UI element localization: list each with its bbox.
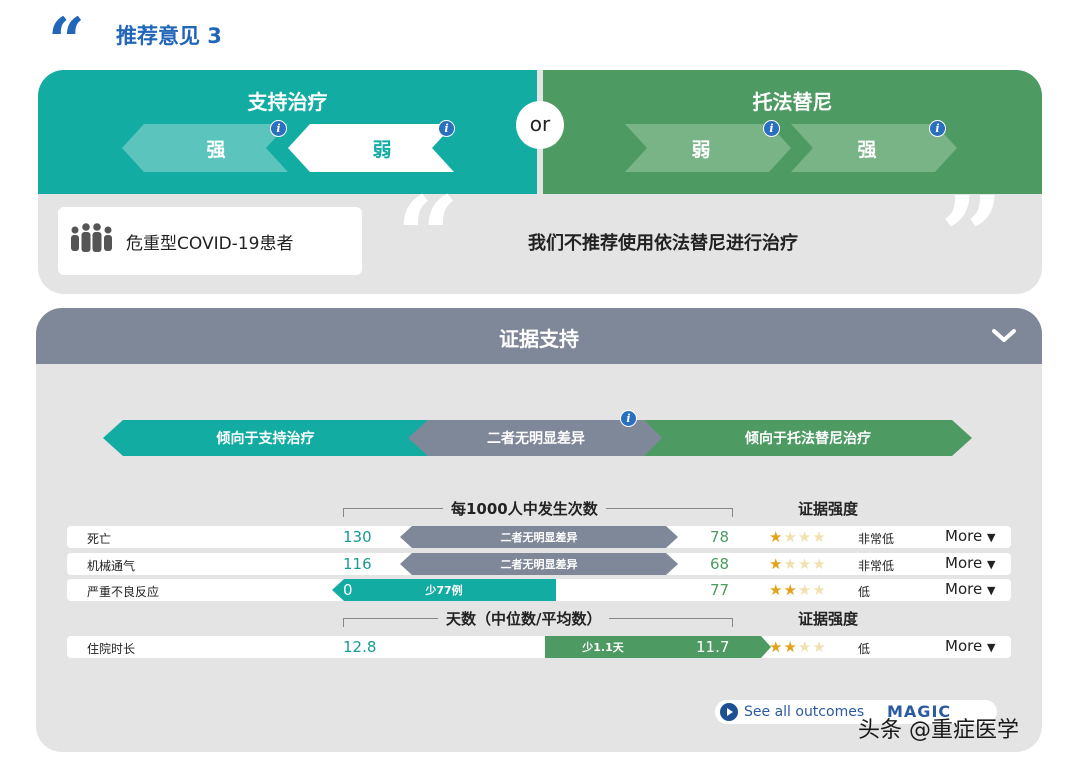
difference-bar: 二者无明显差异	[400, 526, 678, 548]
chevron-down-icon: ▼	[986, 584, 996, 597]
chevron-down-icon: ▼	[986, 531, 996, 544]
supportive-value: 116	[343, 555, 372, 573]
see-all-outcomes-label: See all outcomes	[744, 704, 865, 720]
tofacitinib-panel: 托法替尼 弱 i 强 i	[543, 70, 1042, 194]
or-divider: or	[516, 101, 564, 149]
info-icon[interactable]: i	[763, 120, 780, 137]
certainty-stars: ★★★★	[769, 581, 827, 599]
certainty-stars: ★★★★	[769, 555, 827, 573]
tofacitinib-value: 68	[710, 555, 730, 573]
certainty-header: 证据强度	[798, 500, 859, 518]
info-icon[interactable]: i	[620, 410, 637, 427]
certainty-stars: ★★★★	[769, 638, 827, 656]
info-icon[interactable]: i	[929, 120, 946, 137]
chevron-down-icon[interactable]	[991, 326, 1017, 346]
more-button[interactable]: More ▼	[945, 580, 996, 598]
supportive-care-title: 支持治疗	[247, 90, 328, 114]
supportive-care-panel: 支持治疗 强 i 弱 i	[38, 70, 537, 194]
favors-tofacitinib-arrow: 倾向于托法替尼治疗	[644, 420, 972, 456]
outcome-row-hospital-stay: 住院时长 12.8 少1.1天 11.7 ★★★★ 低 More ▼	[67, 636, 1011, 658]
certainty-label: 低	[858, 585, 871, 599]
quote-close-icon: ”	[940, 172, 1003, 294]
population-box: 危重型COVID-19患者	[58, 207, 362, 275]
recommendation-statement: 我们不推荐使用依法替尼进行治疗	[528, 233, 798, 254]
supportive-value: 0	[343, 581, 353, 599]
outcome-name: 住院时长	[87, 642, 136, 656]
tofacitinib-value: 77	[710, 581, 730, 599]
difference-label: 二者无明显差异	[500, 558, 578, 571]
chevron-down-icon: ▼	[986, 641, 996, 654]
people-icon	[71, 223, 112, 252]
population-text: 危重型COVID-19患者	[126, 234, 294, 254]
quote-icon: “	[48, 4, 85, 79]
no-difference-label: 二者无明显差异	[487, 431, 585, 447]
outcome-name: 死亡	[87, 532, 112, 546]
supportive-value: 12.8	[343, 638, 377, 656]
outcome-name: 严重不良反应	[87, 585, 160, 599]
evidence-header[interactable]: 证据支持	[36, 308, 1042, 364]
certainty-stars: ★★★★	[769, 528, 827, 546]
more-button[interactable]: More ▼	[945, 554, 996, 572]
strong-label-right: 强	[857, 138, 877, 161]
play-icon	[720, 703, 738, 721]
outcome-row-adverse-events: 严重不良反应 少77例 0 77 ★★★★ 低 More ▼	[67, 579, 1011, 601]
supportive-value: 130	[343, 528, 372, 546]
info-icon[interactable]: i	[438, 120, 455, 137]
strong-for-supportive-option[interactable]: 强	[122, 124, 288, 172]
more-button[interactable]: More ▼	[945, 637, 996, 655]
chevron-down-icon: ▼	[986, 558, 996, 571]
outcome-name: 机械通气	[87, 559, 136, 573]
certainty-header: 证据强度	[798, 610, 859, 628]
certainty-label: 低	[858, 642, 871, 656]
difference-label: 少77例	[425, 584, 463, 597]
no-difference-arrow: 二者无明显差异	[408, 420, 664, 456]
page-title: 推荐意见 3	[116, 24, 222, 48]
evidence-card: 证据支持 倾向于支持治疗 二者无明显差异 i 倾向于托法替尼治疗 每1000人中…	[36, 308, 1042, 752]
evidence-title: 证据支持	[499, 327, 579, 351]
weak-for-supportive-option[interactable]: 弱	[288, 124, 454, 172]
recommendation-card: 支持治疗 强 i 弱 i 托法替尼 弱 i 强 i or 危重型COV	[38, 70, 1042, 294]
info-icon[interactable]: i	[270, 120, 287, 137]
outcome-row-mortality: 死亡 130 二者无明显差异 78 ★★★★ 非常低 More ▼	[67, 526, 1011, 548]
strong-label-left: 强	[206, 138, 226, 161]
favors-supportive-arrow: 倾向于支持治疗	[103, 420, 428, 456]
days-header: 天数（中位数/平均数）	[438, 608, 610, 629]
weak-label-left: 弱	[372, 138, 392, 161]
difference-bar: 少77例	[332, 579, 556, 601]
tofacitinib-title: 托法替尼	[752, 90, 833, 114]
difference-bar: 二者无明显差异	[400, 553, 678, 575]
tofacitinib-value: 78	[710, 528, 730, 546]
events-header: 每1000人中发生次数	[443, 498, 606, 519]
tofacitinib-value: 11.7	[696, 638, 730, 656]
more-button[interactable]: More ▼	[945, 527, 996, 545]
quote-open-icon: “	[396, 172, 459, 294]
difference-label: 少1.1天	[582, 641, 624, 654]
difference-bar: 少1.1天	[545, 636, 771, 658]
difference-label: 二者无明显差异	[500, 531, 578, 544]
magic-logo: MAGIC	[887, 702, 952, 721]
favors-supportive-label: 倾向于支持治疗	[216, 431, 315, 447]
favors-tofacitinib-label: 倾向于托法替尼治疗	[745, 431, 871, 447]
certainty-label: 非常低	[858, 532, 895, 546]
watermark: 头条 @重症医学	[858, 718, 1019, 743]
see-all-outcomes-button[interactable]: See all outcomes MAGIC	[715, 700, 997, 724]
outcome-row-ventilation: 机械通气 116 二者无明显差异 68 ★★★★ 非常低 More ▼	[67, 553, 1011, 575]
certainty-label: 非常低	[858, 559, 895, 573]
weak-label-right: 弱	[691, 138, 711, 161]
